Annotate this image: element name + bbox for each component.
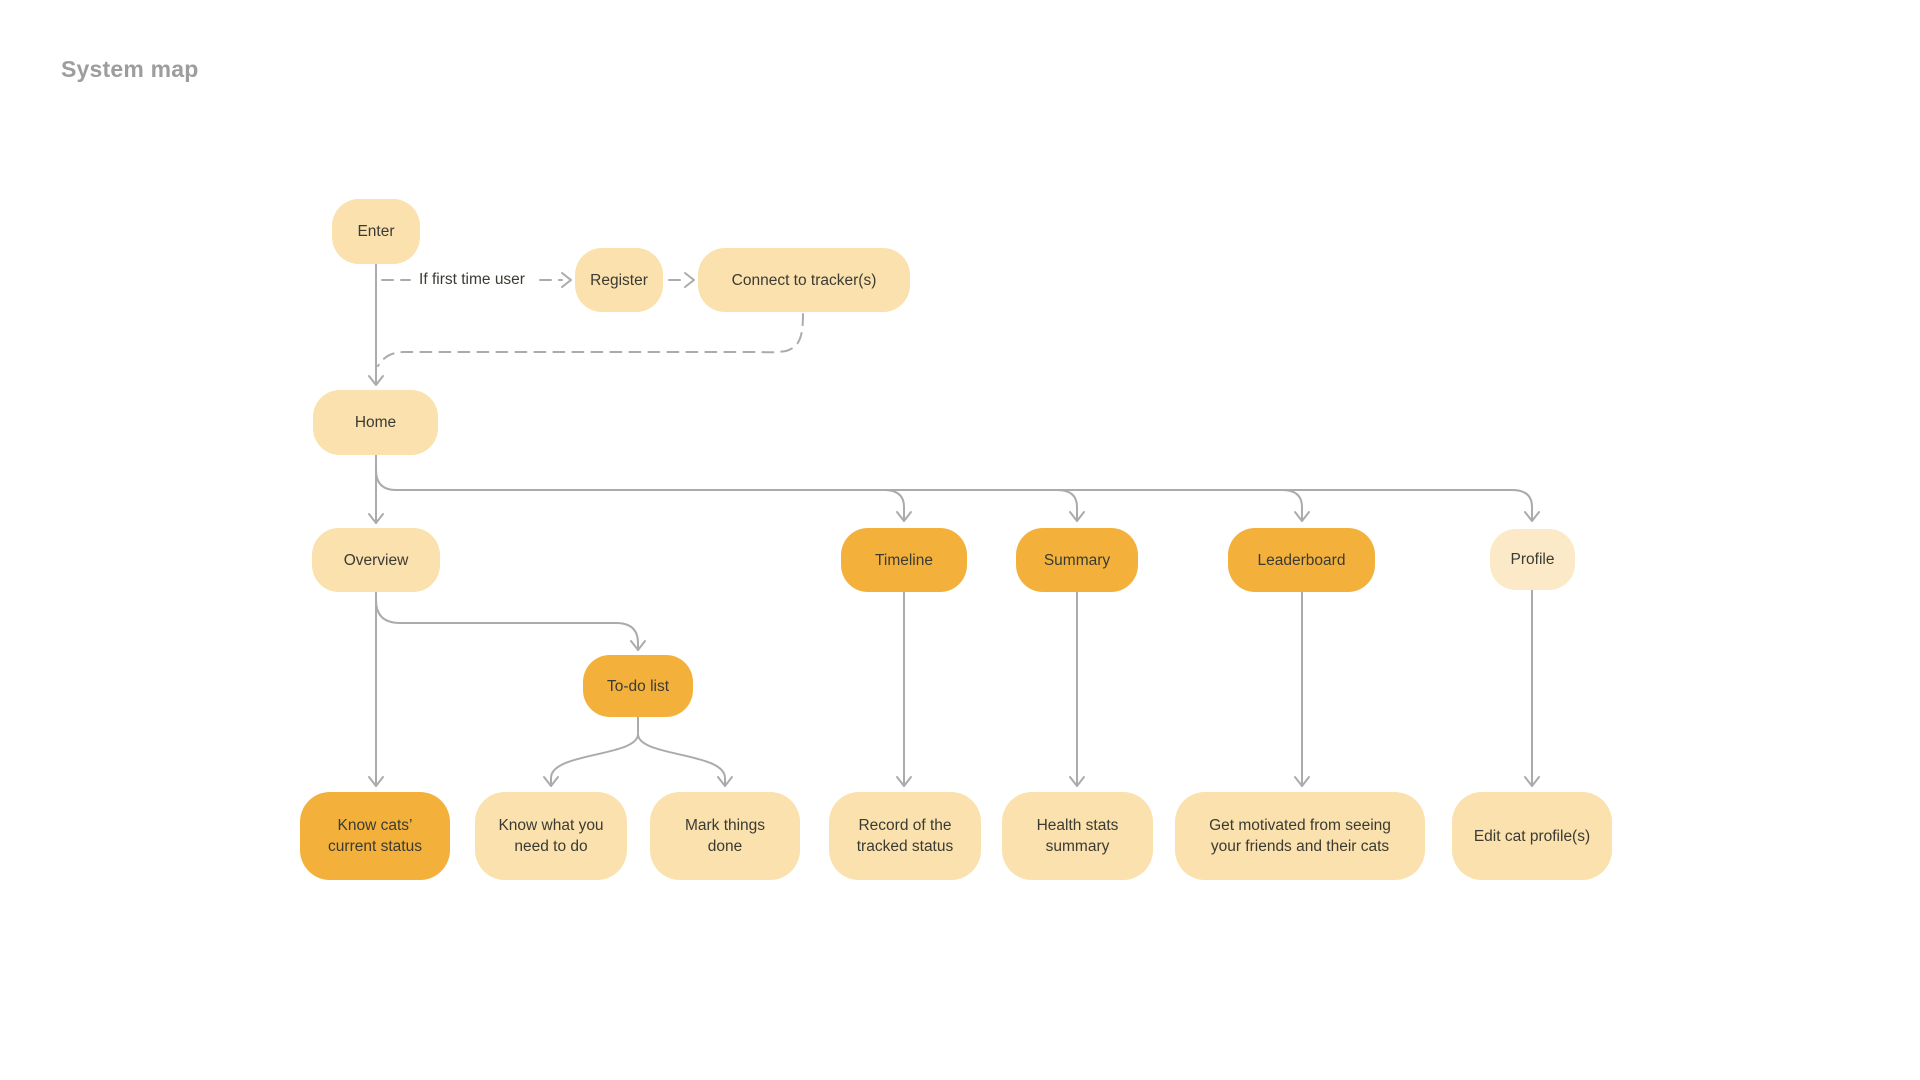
node-register-label: Register <box>590 271 648 289</box>
node-health-summary-label: Health stats summary <box>1036 817 1119 855</box>
arrowhead-todo-list <box>630 640 646 651</box>
arrowhead-mark-things <box>717 776 733 787</box>
node-home-label: Home <box>354 414 397 431</box>
node-todo-list-label: To-do list <box>606 677 670 695</box>
node-record-tracked-label: Record of the tracked status <box>856 817 954 855</box>
node-mark-things-done[interactable]: Mark things done <box>650 792 800 880</box>
connector-todo-know-what <box>550 716 639 787</box>
node-get-motivated[interactable]: Get motivated from seeing your friends a… <box>1175 792 1425 880</box>
node-know-what-to-do[interactable]: Know what you need to do <box>475 792 627 880</box>
node-register[interactable]: Register <box>575 248 663 312</box>
node-timeline[interactable]: Timeline <box>841 528 967 592</box>
node-overview[interactable]: Overview <box>312 528 440 592</box>
page-title: System map <box>61 56 199 82</box>
arrowhead-summary <box>1069 511 1085 522</box>
connector-todo-mark-things <box>637 716 726 787</box>
node-connect-tracker[interactable]: Connect to tracker(s) <box>698 248 910 312</box>
node-know-cats-status-label: Know cats’ current status <box>328 817 422 855</box>
node-connect-tracker-label: Connect to tracker(s) <box>731 271 877 289</box>
arrowhead-know-what <box>543 776 559 787</box>
arrowhead-profile <box>1524 511 1540 522</box>
connector-branch-timeline <box>883 489 905 522</box>
arrowhead-timeline <box>896 511 912 522</box>
node-todo-list[interactable]: To-do list <box>583 655 693 717</box>
node-summary[interactable]: Summary <box>1016 528 1138 592</box>
node-leaderboard-label: Leaderboard <box>1257 551 1346 569</box>
arrowhead-register <box>561 272 572 288</box>
node-home[interactable]: Home <box>313 390 438 455</box>
arrowhead-home <box>368 375 384 386</box>
arrowhead-overview <box>368 513 384 524</box>
connector-overview-todo <box>375 599 639 651</box>
arrowhead-know-cats <box>368 776 384 787</box>
node-timeline-label: Timeline <box>875 551 933 569</box>
connector-branch-summary <box>1056 489 1078 522</box>
node-mark-things-done-label: Mark things done <box>684 817 766 855</box>
connector-home-branch <box>375 469 1533 522</box>
node-enter[interactable]: Enter <box>332 199 420 264</box>
arrowhead-record <box>896 776 912 787</box>
node-profile[interactable]: Profile <box>1490 529 1575 590</box>
connector-branch-leaderboard <box>1281 489 1303 522</box>
arrowhead-health <box>1069 776 1085 787</box>
edge-label-first-time-user: If first time user <box>419 271 525 288</box>
arrowhead-motivated <box>1294 776 1310 787</box>
node-know-cats-status[interactable]: Know cats’ current status <box>300 792 450 880</box>
node-enter-label: Enter <box>357 223 395 240</box>
node-profile-label: Profile <box>1510 551 1555 568</box>
node-health-summary[interactable]: Health stats summary <box>1002 792 1153 880</box>
node-edit-profile[interactable]: Edit cat profile(s) <box>1452 792 1612 880</box>
node-edit-profile-label: Edit cat profile(s) <box>1473 827 1591 845</box>
node-get-motivated-label: Get motivated from seeing your friends a… <box>1209 817 1391 855</box>
node-overview-label: Overview <box>343 551 409 569</box>
node-leaderboard[interactable]: Leaderboard <box>1228 528 1375 592</box>
node-summary-label: Summary <box>1043 551 1111 569</box>
connector-connect-return <box>377 313 804 367</box>
arrowhead-edit-profile <box>1524 776 1540 787</box>
arrowhead-connect-tracker <box>684 272 695 288</box>
node-record-tracked[interactable]: Record of the tracked status <box>829 792 981 880</box>
arrowhead-leaderboard <box>1294 511 1310 522</box>
node-know-what-to-do-label: Know what you need to do <box>498 817 604 855</box>
